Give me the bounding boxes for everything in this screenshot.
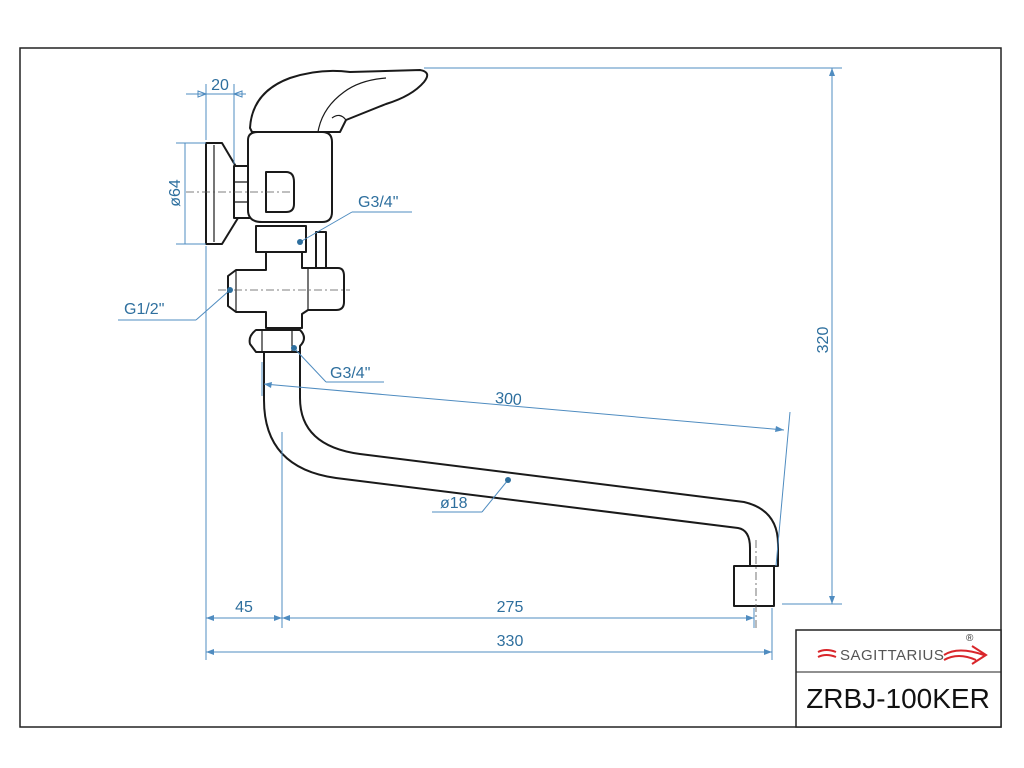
dim-handle-offset: 20: [211, 77, 229, 94]
brand-name: SAGITTARIUS: [840, 647, 944, 664]
dim-spout-diameter: ø18: [440, 495, 468, 512]
dim-thread-upper: G3/4": [358, 194, 398, 211]
body-stub: [265, 171, 295, 213]
registered-mark: ®: [966, 633, 974, 644]
aerator: [733, 565, 775, 607]
dim-total-length: 330: [497, 633, 524, 650]
dim-inlet-thread: G1/2": [124, 301, 164, 318]
dim-thread-lower: G3/4": [330, 365, 370, 382]
faucet-body: [186, 69, 779, 630]
dim-wall-offset: 45: [235, 599, 253, 616]
dim-spout-length: 300: [494, 390, 522, 409]
dim-total-height: 320: [815, 327, 832, 354]
lever-handle: [249, 69, 429, 133]
dim-spout-projection: 275: [497, 599, 524, 616]
diverter-knob: [315, 231, 327, 273]
brand-arrow-icon: [943, 645, 988, 665]
title-block: SAGITTARIUS ® ZRBJ-100KER: [795, 629, 1002, 728]
dim-flange-diameter: ø64: [167, 179, 184, 207]
upper-coupling: [255, 225, 307, 253]
dimension-layer: 20 ø64 G3/4" G1/2" G3/4" 300 ø18: [118, 67, 842, 660]
model-number: ZRBJ-100KER: [806, 683, 990, 714]
spout-pipe: [263, 351, 779, 567]
drawing-frame: [19, 47, 1002, 728]
brand-swirl-icon: [817, 649, 837, 653]
